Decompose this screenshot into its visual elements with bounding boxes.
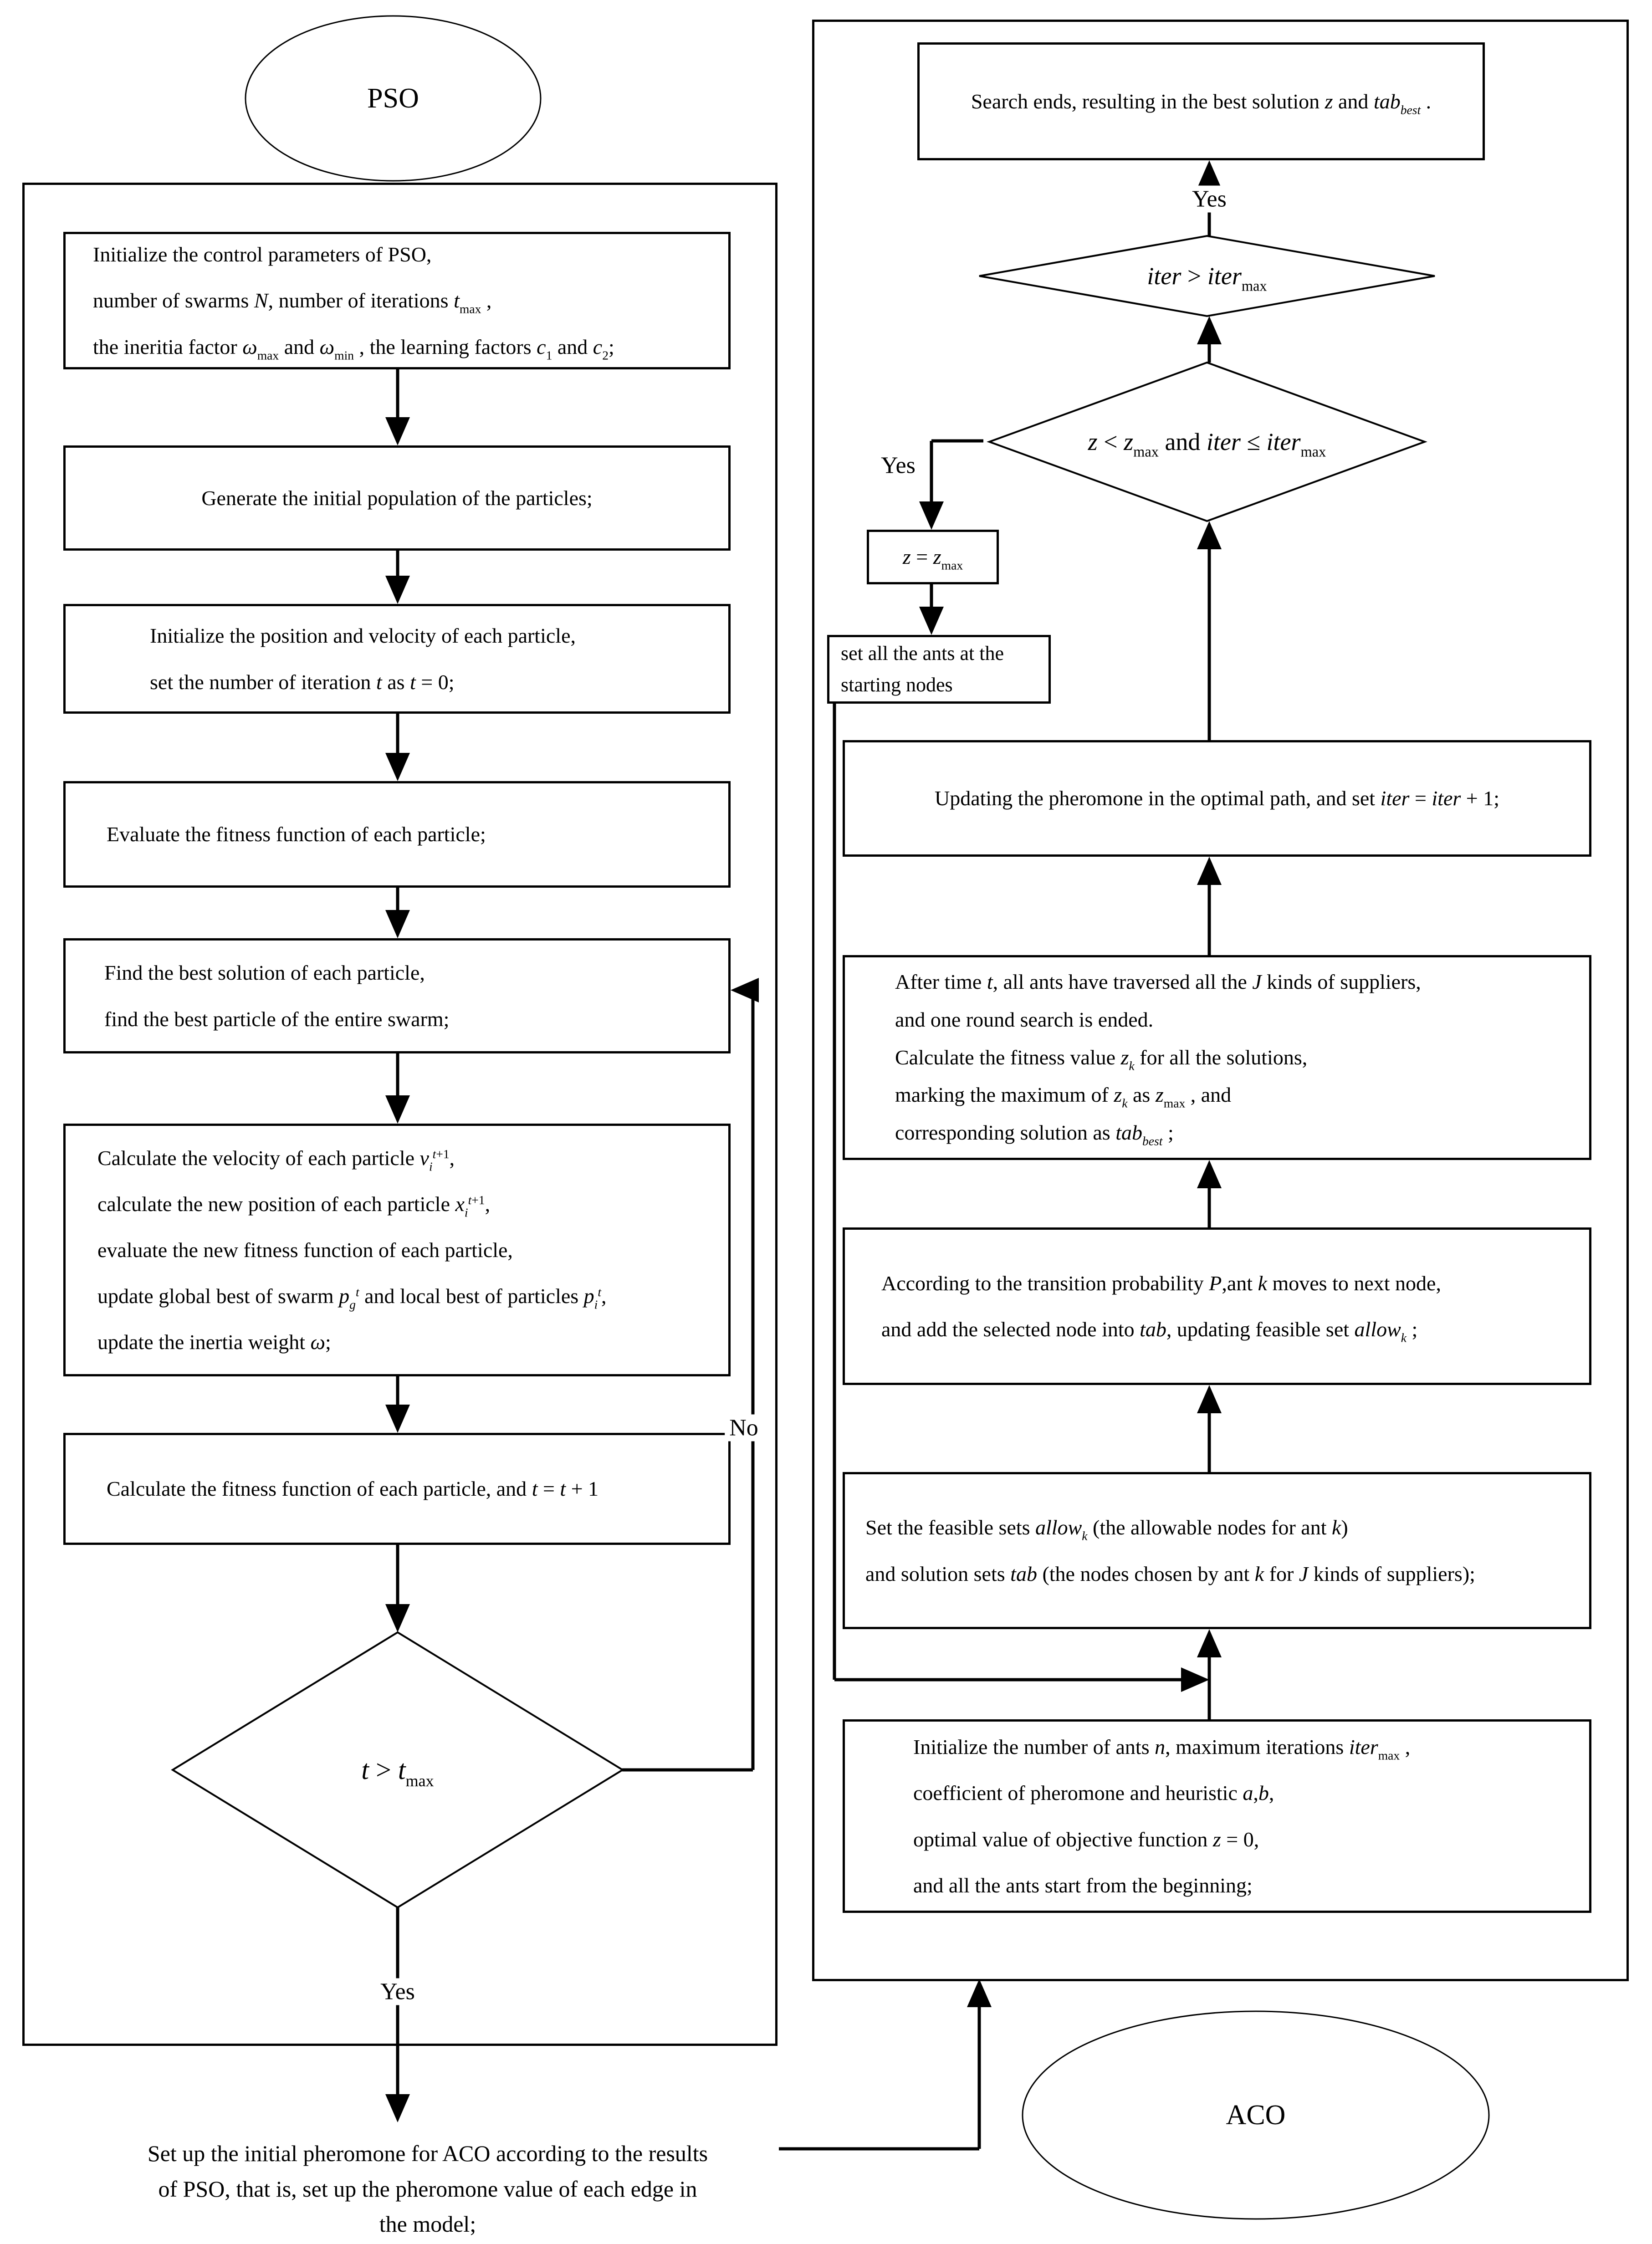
text-line: number of swarms N, number of iterations… [93,289,492,316]
yes-label-pso: Yes [376,1978,419,2005]
decision-shapes [171,235,1435,1909]
text-line: set the number of iteration t as t = 0; [150,670,455,694]
decision-t-max-label: t > tmax [173,1632,623,1907]
decision-z-iter-label: z < zmax and iter ≤ itermax [989,363,1425,521]
arrowhead-down [385,910,410,938]
arrowhead-down [385,753,410,781]
process-update-pheromone: Updating the pheromone in the optimal pa… [843,740,1591,857]
text-line: Calculate the fitness value zk for all t… [895,1045,1308,1073]
decision-diamond-z-iter [987,361,1427,522]
arrowhead-down [385,417,410,445]
process-z-assign: z = zmax [867,530,999,584]
arrowhead-down [385,1604,410,1632]
arrowhead-up [1197,521,1222,549]
yes-label-aco-top: Yes [1187,185,1231,213]
text-line: corresponding solution as tabbest ; [895,1121,1174,1148]
pso-to-aco-note: Set up the initial pheromone for ACO acc… [63,2136,792,2242]
connector-lines [396,189,1211,2151]
text-line: and one round search is ended. [895,1007,1154,1031]
process-init-ants: Initialize the number of ants n, maximum… [843,1719,1591,1913]
text-line: Set the feasible sets allowk (the allowa… [865,1516,1348,1543]
decision-t-max-text: t > tmax [361,1754,434,1790]
text-line: update the inertia weight ω; [97,1330,331,1354]
arrowhead-down [385,576,410,604]
arrowhead-down [919,501,944,530]
process-search-ends: Search ends, resulting in the best solut… [917,42,1485,160]
text-line: find the best particle of the entire swa… [104,1007,450,1031]
text-line: evaluate the new fitness function of eac… [97,1238,513,1262]
text-line: set all the ants at the [841,642,1004,665]
process-update-particles: Calculate the velocity of each particle … [63,1124,731,1376]
text-line: Updating the pheromone in the optimal pa… [934,787,1500,810]
text-line: Set up the initial pheromone for ACO acc… [147,2141,708,2166]
text-line: Initialize the control parameters of PSO… [93,243,432,266]
decision-diamond-iter-max [979,235,1435,317]
text-line: update global best of swarm pgt and loca… [97,1284,607,1312]
aco-terminal-label: ACO [1023,2011,1489,2219]
text-line: calculate the new position of each parti… [97,1192,491,1220]
text-line: the ineritia factor ωmax and ωmin , the … [93,335,614,362]
decision-diamond-t-max [171,1631,624,1909]
arrowhead-down [919,607,944,635]
aco-terminal-ellipse [1022,2010,1490,2220]
text-line: and add the selected node into tab, upda… [881,1318,1418,1345]
yes-label-aco-left: Yes [876,452,920,479]
process-transition-move: According to the transition probability … [843,1227,1591,1385]
pso-terminal-label: PSO [245,16,541,180]
process-generate-population: Generate the initial population of the p… [63,445,731,551]
arrowhead-up [1197,160,1222,189]
arrowhead-up [1197,1629,1222,1657]
text-line: Evaluate the fitness function of each pa… [107,823,486,846]
text-line: and solution sets tab (the nodes chosen … [865,1562,1475,1585]
process-init-position-velocity: Initialize the position and velocity of … [63,604,731,714]
aco-title: ACO [1226,2099,1286,2131]
process-evaluate-fitness: Evaluate the fitness function of each pa… [63,781,731,888]
text-line: After time t, all ants have traversed al… [895,970,1421,993]
process-init-params: Initialize the control parameters of PSO… [63,232,731,369]
text-line: Search ends, resulting in the best solut… [971,89,1432,117]
no-label-pso: No [725,1414,763,1441]
arrowhead-up [1197,316,1222,344]
text-line: the model; [379,2211,476,2237]
text-line: Initialize the position and velocity of … [150,624,576,648]
text-line: and all the ants start from the beginnin… [913,1873,1253,1897]
text-line: Initialize the number of ants n, maximum… [913,1735,1411,1763]
text-line: Find the best solution of each particle, [104,961,425,985]
text-line: optimal value of objective function z = … [913,1827,1259,1851]
text-line: Calculate the velocity of each particle … [97,1146,455,1173]
process-find-best: Find the best solution of each particle,… [63,938,731,1053]
arrowhead-down [385,1405,410,1433]
process-set-ants: set all the ants at the starting nodes [827,635,1051,704]
arrowhead-down [385,2094,410,2122]
arrowhead-up [967,1979,992,2007]
text-line: of PSO, that is, set up the pheromone va… [158,2176,697,2202]
decision-iter-max-label: iter > itermax [979,236,1435,316]
arrowhead-left [731,978,759,1002]
process-set-feasible: Set the feasible sets allowk (the allowa… [843,1472,1591,1629]
text-line: marking the maximum of zk as zmax , and [895,1083,1232,1110]
process-round-end: After time t, all ants have traversed al… [843,955,1591,1160]
text-line: coefficient of pheromone and heuristic a… [913,1781,1274,1805]
arrowhead-up [1197,1160,1222,1188]
process-calc-fitness-increment: Calculate the fitness function of each p… [63,1433,731,1545]
arrowhead-up [1197,1385,1222,1413]
text-line: Calculate the fitness function of each p… [107,1477,599,1501]
decision-iter-max-text: iter > itermax [1147,262,1267,295]
text-line: According to the transition probability … [881,1271,1441,1295]
text-line: z = zmax [902,545,963,573]
arrowhead-right [1181,1667,1209,1692]
decision-z-iter-text: z < zmax and iter ≤ itermax [1088,428,1326,460]
pso-terminal-ellipse [245,15,542,182]
arrowhead-down [385,1095,410,1124]
arrowhead-up [1197,857,1222,885]
arrowheads [385,160,1222,2122]
text-line: Generate the initial population of the p… [201,486,593,510]
text-line: starting nodes [841,673,953,696]
pso-title: PSO [367,82,419,114]
